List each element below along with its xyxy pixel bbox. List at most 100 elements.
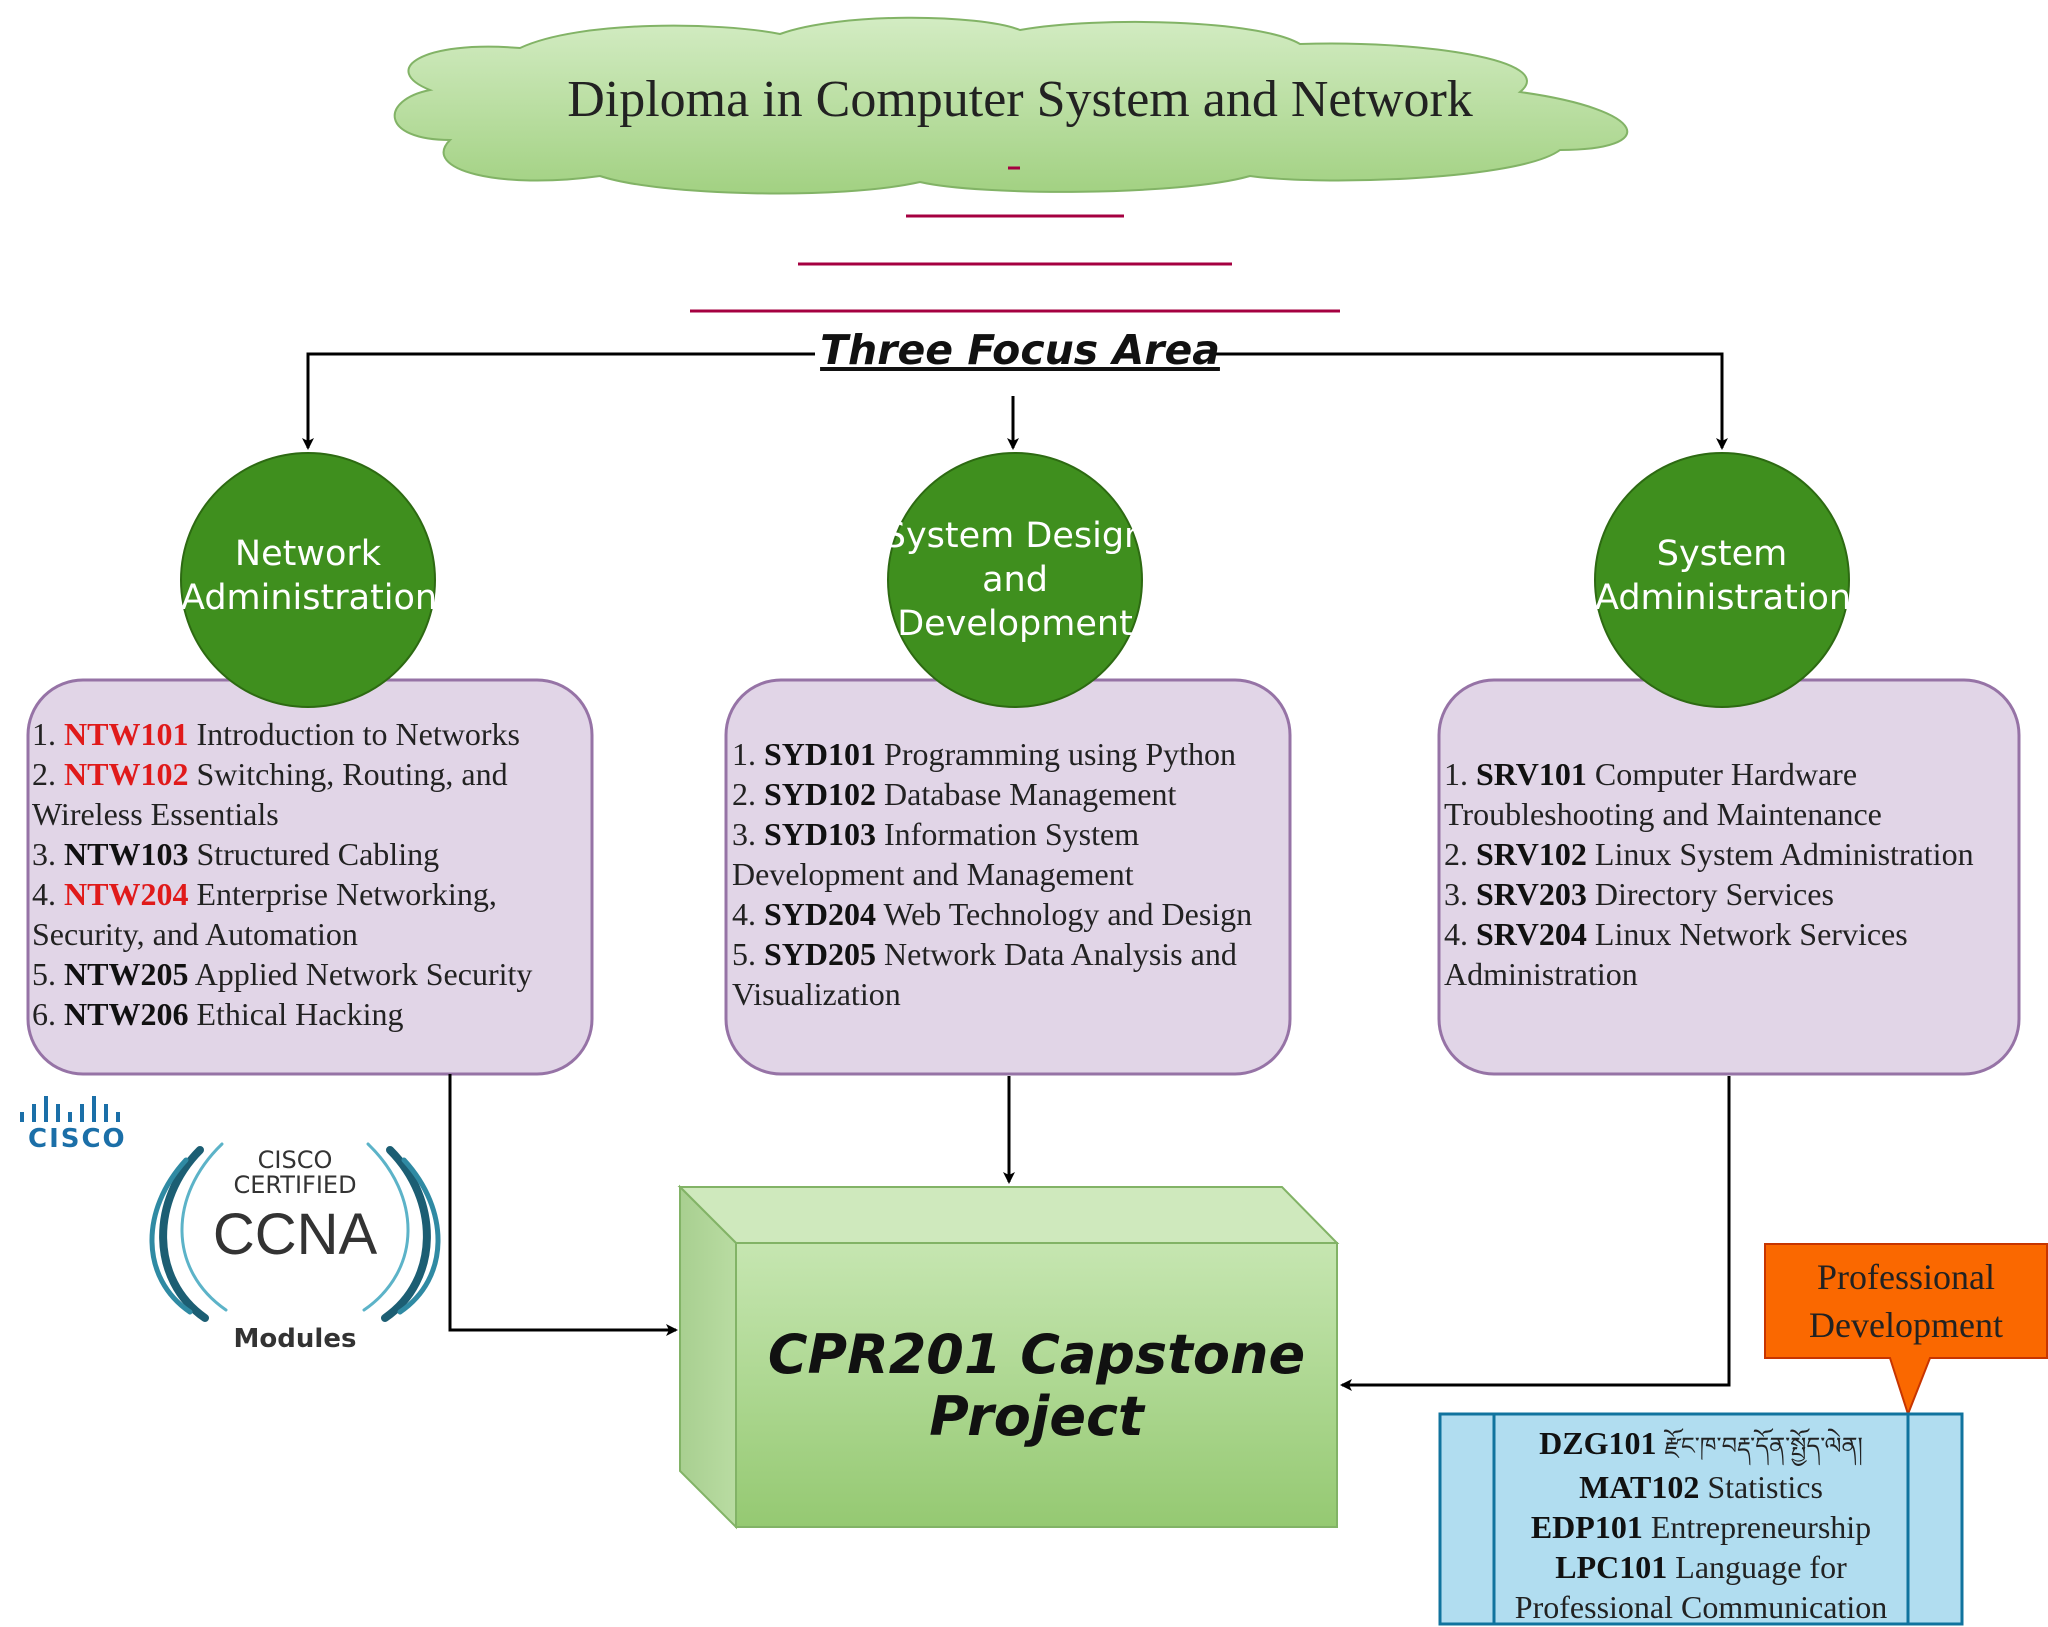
pd-module-code: LPC101 xyxy=(1555,1549,1668,1585)
module-number: 3. xyxy=(1444,876,1468,912)
module-number: 4. xyxy=(1444,916,1468,952)
module-code: NTW205 xyxy=(64,956,189,992)
professional-modules-list: DZG101 རྫོང་ཁ་བརྡ་དོན་སྤྱོད་ལེན།MAT102 S… xyxy=(1494,1423,1908,1627)
module-title: Computer Hardware xyxy=(1594,756,1858,792)
module-item-line: 5. NTW205 Applied Network Security xyxy=(32,954,592,994)
module-item-line: 4. NTW204 Enterprise Networking, xyxy=(32,874,592,914)
module-item-line: 1. NTW101 Introduction to Networks xyxy=(32,714,592,754)
focus-area-label: Three Focus Area xyxy=(820,326,1220,374)
module-title-continued: Development and Management xyxy=(732,856,1134,892)
module-number: 4. xyxy=(32,876,56,912)
ccna-badge-header: CISCO CERTIFIED xyxy=(200,1148,390,1198)
module-title: Introduction to Networks xyxy=(196,716,520,752)
module-number: 2. xyxy=(1444,836,1468,872)
module-code: NTW102 xyxy=(64,756,189,792)
professional-development-label: Professional Development xyxy=(1765,1253,2047,1349)
module-item-line: 3. SYD103 Information System xyxy=(732,814,1292,854)
module-code: SYD101 xyxy=(764,736,877,772)
module-code: SYD205 xyxy=(764,936,877,972)
module-title: Linux System Administration xyxy=(1594,836,1974,872)
module-code: NTW206 xyxy=(64,996,189,1032)
module-code: SRV203 xyxy=(1476,876,1587,912)
module-code: SYD103 xyxy=(764,816,877,852)
module-item-line: 2. SRV102 Linux System Administration xyxy=(1444,834,2014,874)
module-title: Applied Network Security xyxy=(194,956,533,992)
module-code: NTW101 xyxy=(64,716,189,752)
module-title: Linux Network Services xyxy=(1594,916,1908,952)
circle-label-line: System xyxy=(1656,534,1788,574)
capstone-label: CPR201 Capstone Project xyxy=(736,1324,1337,1448)
module-item-line: 1. SYD101 Programming using Python xyxy=(732,734,1292,774)
module-code: NTW103 xyxy=(64,836,189,872)
sysadmin-label: System Administration xyxy=(1595,532,1852,620)
pd-module-item: LPC101 Language for xyxy=(1494,1547,1908,1587)
module-number: 3. xyxy=(32,836,56,872)
sysdesign-circle xyxy=(887,452,1143,708)
pd-module-title: Statistics xyxy=(1707,1469,1823,1505)
capstone-line: CPR201 Capstone xyxy=(767,1323,1306,1386)
ccna-badge-icon xyxy=(149,1142,441,1322)
module-number: 6. xyxy=(32,996,56,1032)
module-title-continued: Wireless Essentials xyxy=(32,796,279,832)
module-code: SRV101 xyxy=(1476,756,1587,792)
cisco-logo-text: CISCO xyxy=(28,1124,127,1154)
circle-label-line: Administration xyxy=(181,578,438,618)
module-number: 5. xyxy=(32,956,56,992)
module-item-line: 6. NTW206 Ethical Hacking xyxy=(32,994,592,1034)
pd-module-item: DZG101 རྫོང་ཁ་བརྡ་དོན་སྤྱོད་ལེན། xyxy=(1494,1423,1908,1467)
pd-module-item: MAT102 Statistics xyxy=(1494,1467,1908,1507)
capstone-connectors xyxy=(448,1074,1731,1391)
pd-module-title-continued: Professional Communication xyxy=(1514,1589,1888,1625)
module-item-line: 1. SRV101 Computer Hardware xyxy=(1444,754,2014,794)
module-title: Programming using Python xyxy=(884,736,1237,772)
module-title: Ethical Hacking xyxy=(196,996,404,1032)
module-title: Switching, Routing, and xyxy=(196,756,508,792)
circle-label-line: Administration xyxy=(1595,578,1852,618)
module-item-line: 3. NTW103 Structured Cabling xyxy=(32,834,592,874)
module-number: 3. xyxy=(732,816,756,852)
module-item-line: 2. SYD102 Database Management xyxy=(732,774,1292,814)
decorative-underlines xyxy=(690,166,1340,313)
module-title: Network Data Analysis and xyxy=(884,936,1237,972)
module-item-line: 2. NTW102 Switching, Routing, and xyxy=(32,754,592,794)
ccna-badge-main: CCNA xyxy=(212,1202,378,1267)
module-code: NTW204 xyxy=(64,876,189,912)
pd-module-code: EDP101 xyxy=(1530,1509,1643,1545)
callout-line: Development xyxy=(1809,1305,2003,1345)
module-title: Directory Services xyxy=(1594,876,1834,912)
module-title-continued: Visualization xyxy=(732,976,901,1012)
ccna-line: CERTIFIED xyxy=(233,1171,357,1199)
module-number: 2. xyxy=(32,756,56,792)
sysadmin-circle xyxy=(1594,452,1850,708)
module-number: 5. xyxy=(732,936,756,972)
network-admin-label: Network Administration xyxy=(181,532,438,620)
module-item-line: 4. SRV204 Linux Network Services xyxy=(1444,914,2014,954)
module-number: 4. xyxy=(732,896,756,932)
pd-module-code: DZG101 xyxy=(1539,1425,1657,1461)
pd-module-title: Entrepreneurship xyxy=(1650,1509,1872,1545)
cisco-bridge-logo-icon xyxy=(20,1096,120,1122)
capstone-line: Project xyxy=(929,1385,1144,1448)
pd-module-item: EDP101 Entrepreneurship xyxy=(1494,1507,1908,1547)
network-admin-circle xyxy=(180,452,436,708)
ccna-badge-caption: Modules xyxy=(233,1324,357,1354)
module-title-continued: Troubleshooting and Maintenance xyxy=(1444,796,1882,832)
ccna-line: CISCO xyxy=(257,1146,333,1174)
module-code: SRV102 xyxy=(1476,836,1587,872)
module-code: SYD204 xyxy=(764,896,877,932)
capstone-block xyxy=(677,1184,1340,1530)
module-title-continued: Security, and Automation xyxy=(32,916,358,952)
module-item-line: 3. SRV203 Directory Services xyxy=(1444,874,2014,914)
circle-label-line: Network xyxy=(234,534,382,574)
sysdesign-label: System Design and Development xyxy=(882,514,1148,646)
title-cloud xyxy=(393,16,1629,195)
module-code: SYD102 xyxy=(764,776,877,812)
callout-line: Professional xyxy=(1817,1257,1995,1297)
pd-module-code: MAT102 xyxy=(1579,1469,1700,1505)
module-title: Structured Cabling xyxy=(196,836,440,872)
module-item-line: 4. SYD204 Web Technology and Design xyxy=(732,894,1292,934)
pd-module-title: Language for xyxy=(1675,1549,1847,1585)
